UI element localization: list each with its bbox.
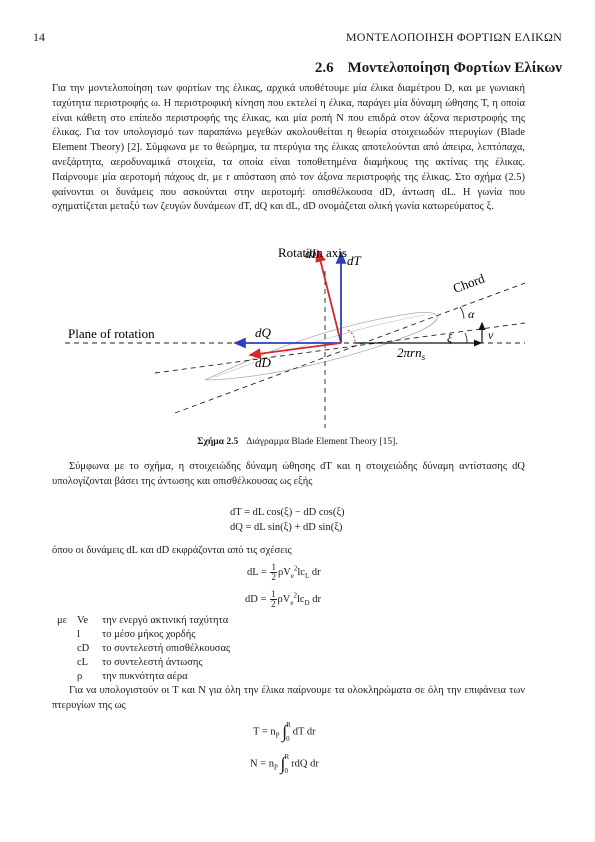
section-number: 2.6: [314, 60, 334, 76]
rotation-axis-label: Rotation axis: [278, 245, 347, 260]
section-heading: 2.6 Μοντελοποίηση Φορτίων Ελίκων: [315, 60, 562, 77]
dD-label: dD: [255, 355, 272, 370]
equation-dQ: dQ = dL sin(ξ) + dD sin(ξ): [230, 522, 343, 533]
angle-arc: [347, 329, 356, 343]
dQ-label: dQ: [255, 325, 272, 340]
plane-of-rotation-label: Plane of rotation: [68, 326, 155, 341]
chord-label: Chord: [451, 270, 487, 295]
dL-label: dL: [305, 246, 319, 261]
chord-line: [174, 282, 526, 414]
caption-text: Διάγραμμα Blade Element Theory [15].: [246, 437, 398, 447]
section-title: Μοντελοποίηση Φορτίων Ελίκων: [347, 60, 562, 76]
page-number: 14: [33, 30, 45, 44]
relative-wind-line: [154, 322, 526, 374]
speed-label: 2πrns: [397, 345, 426, 362]
paragraph-forces: Σύμφωνα με το σχήμα, η στοιχειώδης δύναμ…: [52, 461, 525, 487]
xi-arc: [464, 332, 468, 344]
v-label: v: [488, 328, 494, 342]
airfoil-inner-line: [214, 314, 426, 378]
running-title: ΜΟΝΤΕΛΟΠΟΙΗΣΗ ΦΟΡΤΙΩΝ ΕΛΙΚΩΝ: [345, 30, 562, 44]
alpha-label: α: [468, 307, 475, 321]
paragraph-integrals: Για να υπολογιστούν οι T και N για όλη τ…: [52, 685, 525, 711]
alpha-arc: [459, 306, 465, 320]
dT-label: dT: [347, 253, 362, 268]
blade-element-diagram: Rotation axis Plane of rotation Chord dL…: [65, 245, 526, 428]
xi-label: ξ: [447, 331, 453, 345]
equation-dT: dT = dL cos(ξ) − dD cos(ξ): [230, 507, 345, 518]
paragraph-lift-drag: όπου οι δυνάμεις dL και dD εκφράζονται α…: [52, 545, 292, 556]
dL-arrow: [315, 249, 342, 344]
caption-label: Σχήμα 2.5: [197, 437, 239, 447]
dD-arrow: [248, 342, 342, 359]
figure-caption: Σχήμα 2.5 Διάγραμμα Blade Element Theory …: [0, 437, 595, 447]
paragraph-intro: Για την μοντελοποίηση των φορτίων της έλ…: [52, 83, 525, 213]
